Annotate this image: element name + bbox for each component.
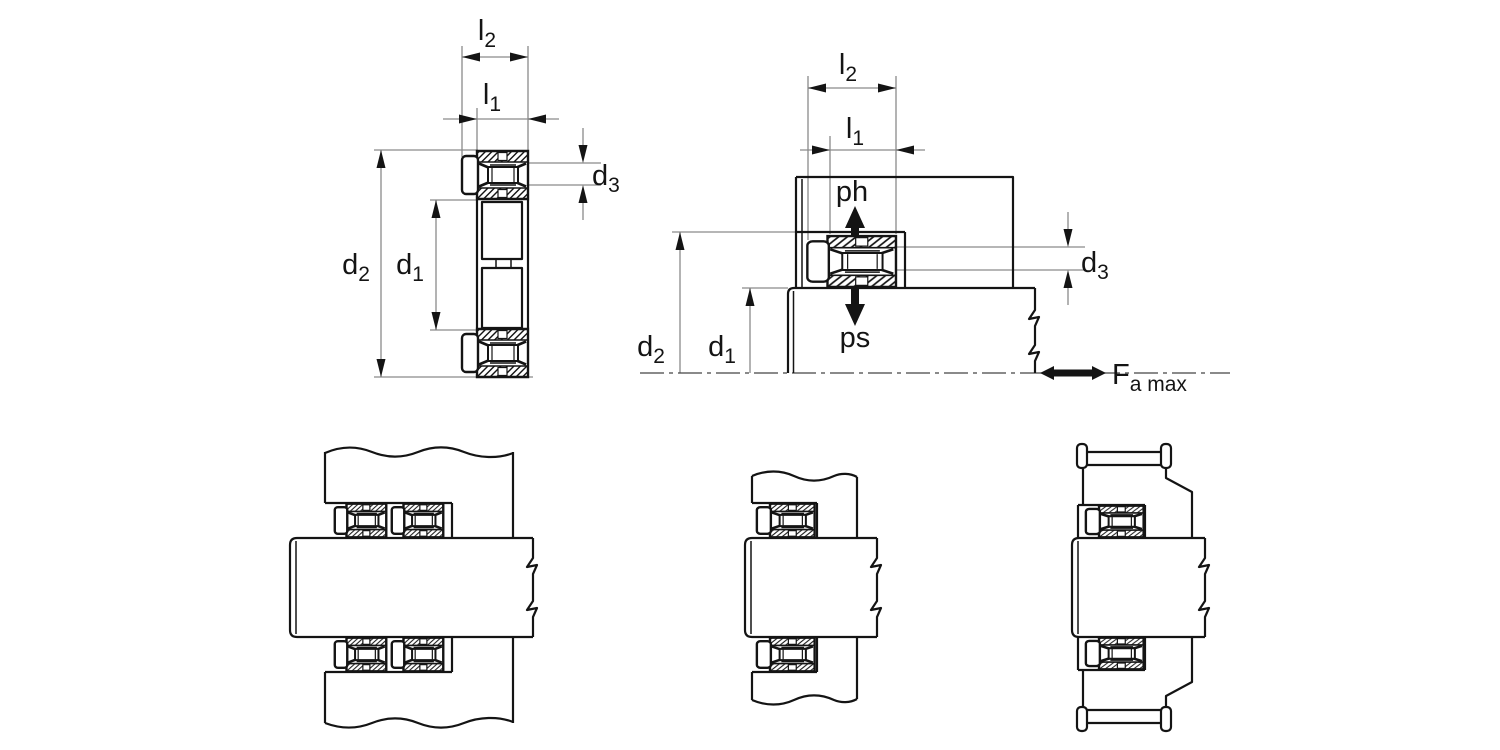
shaft-break-line (525, 538, 539, 637)
dim-label-d1: d1 (396, 249, 424, 286)
bearing-roller-assembly (1084, 636, 1145, 671)
dim-label-l2: l2 (839, 49, 857, 86)
dim-label-d3: d3 (592, 160, 620, 197)
figure-mounting-flanged-housing (1070, 442, 1211, 733)
housing-block (794, 175, 1015, 288)
axial-force-label-fa-max: Fa max (1112, 359, 1187, 396)
bearing-roller-assembly (390, 636, 445, 673)
housing-block (323, 446, 515, 729)
shaft-break-line (1197, 538, 1211, 637)
shaft-break-line (869, 538, 883, 637)
dim-label-d1: d1 (708, 331, 736, 368)
dimension-lines (672, 76, 1085, 373)
shaft (743, 536, 883, 639)
dim-label-d2: d2 (342, 249, 370, 286)
bearing-roller-assembly (333, 502, 388, 539)
force-arrow-ph-up (845, 206, 865, 237)
pressure-label-ph: ph (836, 176, 868, 208)
dim-label-d2: d2 (637, 331, 665, 368)
figure-bearing-mounted-section: l2 l1 ph ps d3 d2 d1 Fa max (637, 49, 1230, 396)
dim-label-l2: l2 (478, 15, 496, 52)
housing-body (1076, 468, 1194, 707)
dim-label-l1: l1 (483, 79, 501, 116)
bearing-sleeve-middle (475, 200, 530, 330)
pressure-label-ps: ps (840, 322, 871, 354)
figure-mounting-duplex-bearings (288, 446, 539, 729)
housing-flange-bottom (1075, 705, 1173, 733)
dim-label-d3: d3 (1081, 247, 1109, 284)
bearing-roller-assembly (390, 502, 445, 539)
bearing-roller-assembly (755, 502, 816, 539)
housing-flange-top (1075, 442, 1173, 470)
shaft-break-line (1027, 288, 1041, 373)
force-arrow-ps-down (845, 289, 865, 326)
bearing-roller-assembly (755, 636, 816, 673)
dim-label-l1: l1 (846, 113, 864, 150)
shaft (1070, 536, 1211, 639)
axial-force-arrow-fa (1040, 366, 1106, 380)
bearing-roller-assembly (333, 636, 388, 673)
shaft (288, 536, 539, 639)
shaft (786, 286, 1041, 373)
dimension-lines (374, 46, 601, 378)
bearing-roller-assembly (1084, 504, 1145, 539)
figure-mounting-single-bearing (743, 470, 883, 706)
figure-bearing-cross-section: l2 l1 d3 d2 d1 (342, 15, 620, 379)
bearing-roller-assembly-top (460, 149, 530, 201)
bearing-roller-assembly-bottom (460, 327, 530, 379)
bearing-roller-assembly (805, 234, 898, 289)
